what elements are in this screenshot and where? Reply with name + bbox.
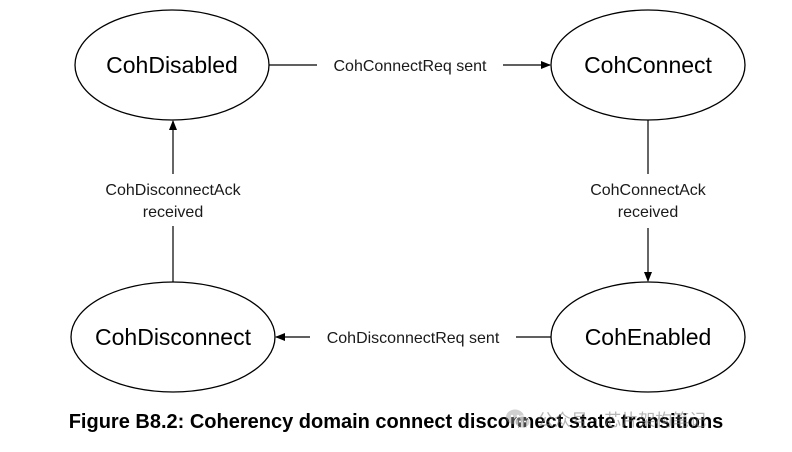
figure-caption: Figure B8.2: Coherency domain connect di…	[68, 411, 724, 433]
wechat-icon	[505, 408, 531, 430]
state-coh-disabled: CohDisabled	[74, 9, 270, 121]
transition-connect-ack-label-line2: received	[618, 204, 678, 221]
transition-connect-req-label: CohConnectReq sent	[334, 58, 488, 75]
state-coh-disabled-label: CohDisabled	[106, 52, 238, 78]
state-coh-enabled-label: CohEnabled	[585, 324, 712, 350]
state-coh-connect: CohConnect	[550, 9, 746, 121]
state-coh-enabled: CohEnabled	[550, 281, 746, 393]
transition-connect-ack: CohConnectAck received	[590, 120, 707, 282]
state-coh-disconnect-label: CohDisconnect	[95, 324, 252, 350]
watermark: 公众号 · 芯片架构笔记	[505, 406, 706, 431]
transition-disconnect-ack-label-line1: CohDisconnectAck	[105, 182, 241, 199]
transition-connect-ack-label-line1: CohConnectAck	[590, 182, 707, 199]
state-coh-disconnect: CohDisconnect	[70, 281, 276, 393]
watermark-text: 公众号 · 芯片架构笔记	[537, 411, 707, 431]
state-coh-connect-label: CohConnect	[584, 52, 712, 78]
transition-connect-req: CohConnectReq sent	[269, 58, 551, 75]
transition-disconnect-ack: CohDisconnectAck received	[105, 120, 242, 282]
transition-disconnect-ack-label-line2: received	[143, 204, 203, 221]
state-transition-diagram: CohDisabled CohConnect CohEnabled CohDis…	[70, 9, 746, 393]
transition-disconnect-req: CohDisconnectReq sent	[275, 330, 551, 347]
transition-disconnect-req-label: CohDisconnectReq sent	[327, 330, 500, 347]
